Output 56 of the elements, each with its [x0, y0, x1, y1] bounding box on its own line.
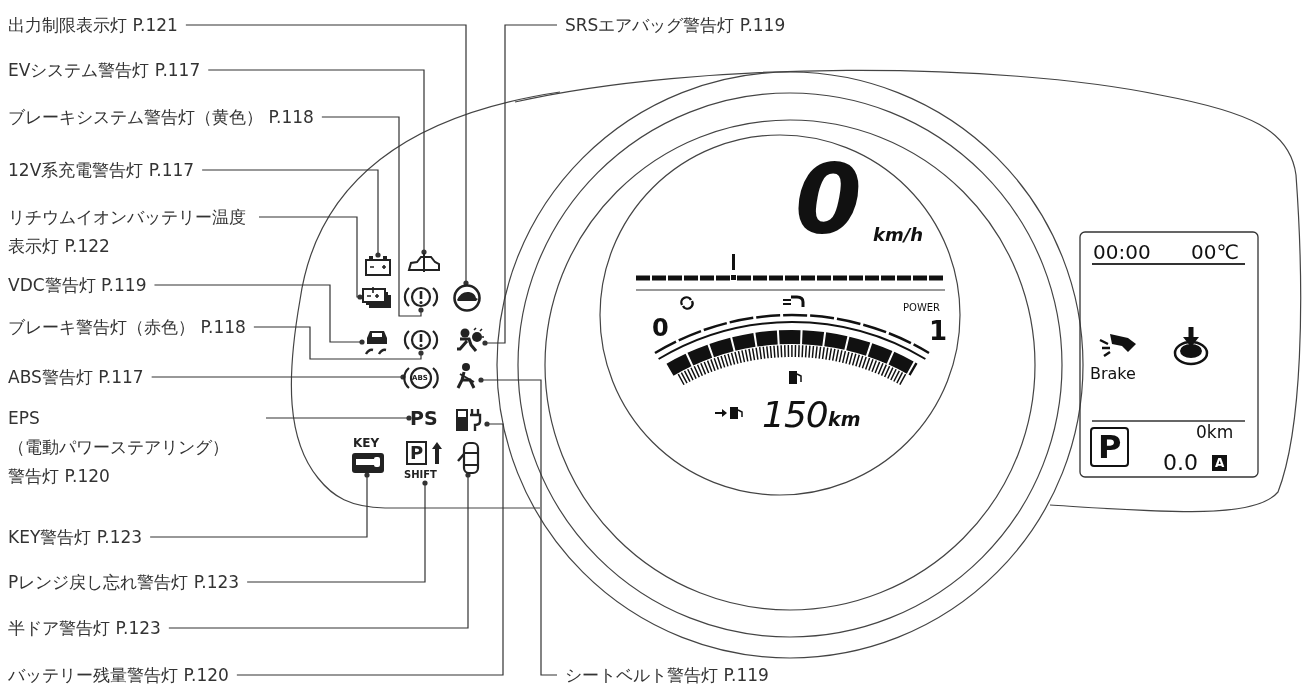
shift-caption: SHIFT: [404, 469, 437, 480]
speed-unit: km/h: [873, 226, 924, 244]
brake-warning-icon: [404, 327, 438, 353]
callout-label: 12V系充電警告灯 P.117: [8, 155, 195, 185]
callout-label: 半ドア警告灯 P.123: [8, 613, 161, 643]
leader-line: [482, 24, 558, 346]
callout-label: リチウムイオンバッテリー温度表示灯 P.122: [8, 202, 251, 261]
callout-label: KEY警告灯 P.123: [8, 522, 143, 552]
leader-line: [207, 69, 427, 255]
car-icon: [407, 252, 441, 274]
scale-label: 1: [929, 318, 948, 344]
callout-label: シートベルト警告灯 P.119: [565, 660, 769, 690]
clock-readout: 00:00: [1093, 242, 1151, 262]
callout-label: EPS（電動パワーステアリング）警告灯 P.120: [8, 403, 258, 491]
leader-line: [151, 374, 406, 380]
temperature-readout: 00℃: [1191, 242, 1239, 262]
battery-icon: [363, 255, 393, 277]
leader-line: [258, 216, 363, 300]
leader-line: [253, 326, 424, 360]
leader-line: [185, 24, 469, 286]
park-letter: P: [406, 441, 428, 465]
abs-warning-icon: [404, 364, 438, 392]
gear-indicator: P: [1090, 427, 1130, 467]
speed-readout: 0: [795, 152, 860, 248]
door-ajar-icon: [456, 441, 480, 475]
callout-label: バッテリー残量警告灯 P.120: [8, 660, 229, 690]
turtle-icon: [452, 283, 482, 313]
callout-label: Pレンジ戻し忘れ警告灯 P.123: [8, 567, 240, 597]
callout-label: EVシステム警告灯 P.117: [8, 55, 201, 85]
leader-line: [478, 377, 558, 676]
power-steering-lamp: PS: [410, 407, 438, 429]
callout-label: ブレーキシステム警告灯（黄色） P.118: [8, 102, 314, 132]
range-readout: 150: [762, 397, 828, 433]
trip-readout: 0km: [1196, 424, 1234, 441]
callout-label: 出力制限表示灯 P.121: [8, 10, 178, 40]
brake-warning-icon: [404, 284, 438, 310]
leader-line: [153, 284, 365, 345]
gauge-title: POWER: [903, 303, 941, 313]
leader-line: [236, 421, 504, 676]
callout-label: ABS警告灯 P.117: [8, 362, 144, 392]
leader-line: [201, 169, 381, 258]
scale-label: 0: [652, 316, 669, 340]
odometer-readout: 0.0: [1163, 452, 1198, 474]
callout-label: VDC警告灯 P.119: [8, 270, 147, 300]
leader-line: [149, 472, 370, 538]
key-lamp-caption: KEY: [353, 437, 380, 450]
leader-line: [246, 480, 428, 583]
airbag-person-icon: [456, 327, 484, 353]
leader-line: [265, 415, 412, 421]
leader-line: [321, 116, 424, 317]
leader-line: [168, 472, 471, 629]
trip-badge: A: [1212, 455, 1228, 471]
callout-label: ブレーキ警告灯（赤色） P.118: [8, 312, 246, 342]
range-unit: km: [828, 410, 861, 429]
callout-label: SRSエアバッグ警告灯 P.119: [565, 10, 786, 40]
brake-caption: Brake: [1090, 366, 1136, 382]
